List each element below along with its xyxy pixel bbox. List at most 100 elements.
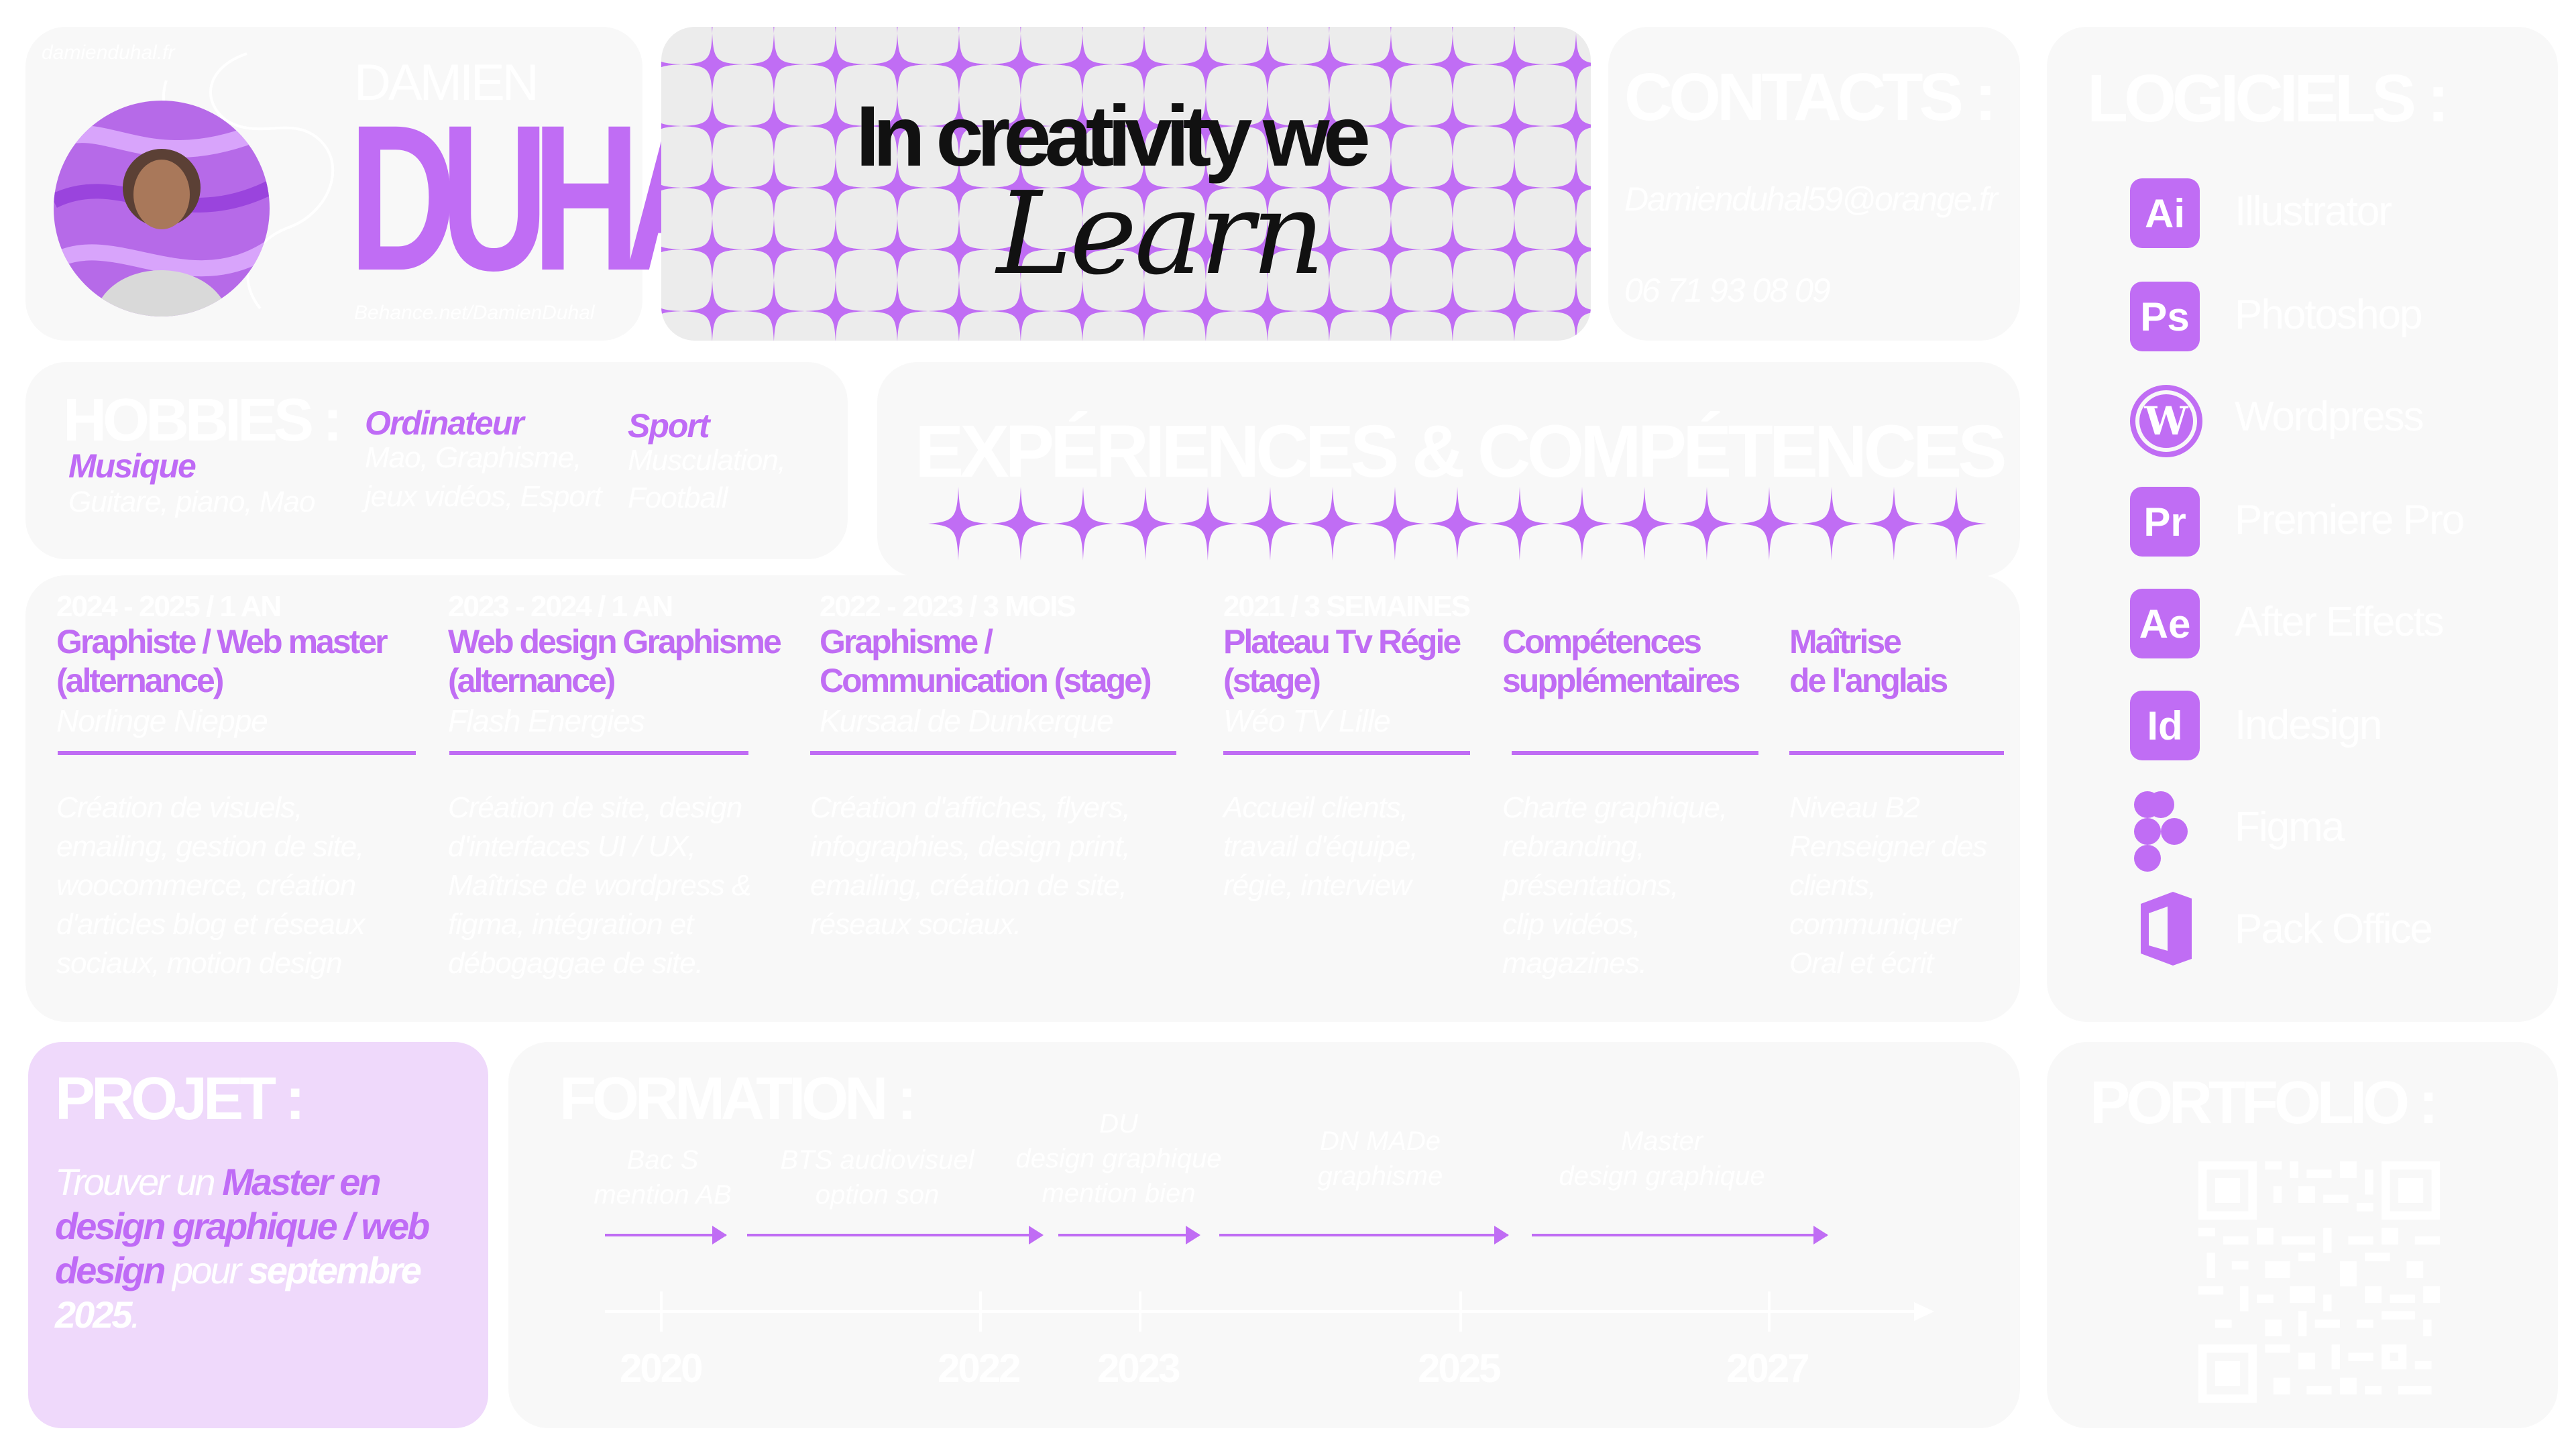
exp-6-desc-2: Renseigner des: [1789, 830, 1987, 863]
formation-arrow-5: [1532, 1226, 1828, 1244]
hobbies-title: HOBBIES :: [63, 387, 343, 454]
tagline-line-1: In creativity we: [856, 89, 1371, 184]
formation-step-4-line-2: graphisme: [1317, 1161, 1443, 1191]
indesign-label: Indesign: [2235, 702, 2382, 748]
illustrator-icon: Ai: [2130, 178, 2200, 248]
exp-6-desc-4: communiquer: [1789, 908, 1962, 941]
projet-card: PROJET : Trouver un Master en design gra…: [28, 1042, 488, 1428]
hobby-ordinateur: Ordinateur: [365, 404, 524, 442]
figma-label: Figma: [2235, 804, 2345, 850]
exp-1-title-1: Graphiste / Web master: [56, 623, 388, 660]
formation-step-3-line-1: DU: [1099, 1109, 1138, 1139]
svg-text:W: W: [2143, 398, 2188, 444]
hobby-sport-detail-2: Football: [628, 481, 728, 514]
hobby-sport-detail-1: Musculation,: [628, 444, 786, 477]
exp-4-title-2: (stage): [1223, 662, 1321, 699]
exp-3-title-1: Graphisme /: [820, 623, 993, 660]
exp-5-divider: [1512, 751, 1758, 755]
formation-arrow-1: [605, 1226, 727, 1244]
exp-6-title-1: Maîtrise: [1789, 623, 1902, 660]
wordpress-icon: W: [2130, 385, 2202, 457]
exp-1-divider: [58, 751, 416, 755]
exp-1-desc-5: sociaux, motion design: [56, 947, 343, 980]
formation-step-1: Bac S mention AB: [562, 1143, 763, 1212]
exp-1-date: 2024 - 2025 / 1 AN: [56, 590, 282, 623]
exp-4-desc-1: Accueil clients,: [1223, 791, 1408, 824]
formation-step-2-line-2: option son: [815, 1180, 940, 1210]
timeline-year-2022: 2022: [938, 1346, 1021, 1391]
formation-step-5-line-2: design graphique: [1559, 1161, 1765, 1191]
photoshop-icon: Ps: [2130, 282, 2200, 351]
website-url: damienduhal.fr: [42, 42, 175, 64]
exp-2-desc-4: figma, intégration et: [448, 908, 693, 941]
projet-title: PROJET :: [55, 1065, 305, 1133]
formation-step-4-line-1: DN MADe: [1319, 1126, 1441, 1156]
hobbies-card: HOBBIES : Musique Guitare, piano, Mao Or…: [25, 362, 848, 559]
portfolio-card: PORTFOLIO :: [2047, 1042, 2558, 1428]
premiere-pro-label: Premiere Pro: [2235, 497, 2465, 543]
timeline-tick-2027: [1768, 1291, 1771, 1332]
hobby-ordinateur-detail-1: Mao, Graphisme,: [365, 441, 581, 474]
formation-arrow-3: [1058, 1226, 1200, 1244]
exp-4-date: 2021 / 3 SEMAINES: [1223, 590, 1471, 623]
star-row-decoration: [928, 487, 1986, 561]
formation-step-2-line-1: BTS audiovisuel: [780, 1145, 974, 1175]
formation-title: FORMATION :: [559, 1065, 917, 1133]
exp-2-title-2: (alternance): [448, 662, 616, 699]
formation-step-2: BTS audiovisuel option son: [763, 1143, 991, 1212]
hobby-musique: Musique: [68, 447, 197, 485]
portfolio-qr-code[interactable]: [2198, 1161, 2440, 1403]
after-effects-icon: Ae: [2130, 589, 2200, 658]
illustrator-label: Illustrator: [2235, 188, 2392, 235]
contact-email[interactable]: Damienduhal59@orange.fr: [1624, 180, 1998, 218]
timeline-year-2027: 2027: [1726, 1346, 1809, 1391]
exp-3-company: Kursaal de Dunkerque: [820, 703, 1114, 738]
figma-icon: [2134, 791, 2188, 872]
exp-1-desc-1: Création de visuels,: [56, 791, 302, 824]
exp-4-company: Wéo TV Lille: [1223, 703, 1391, 738]
exp-1-title-2: (alternance): [56, 662, 224, 699]
exp-4-title-1: Plateau Tv Régie: [1223, 623, 1461, 660]
formation-arrow-4: [1219, 1226, 1509, 1244]
exp-1-company: Norlinge Nieppe: [56, 703, 268, 738]
first-name: DAMIEN: [354, 54, 539, 111]
exp-3-divider: [810, 751, 1176, 755]
formation-step-3-line-2: design graphique: [1015, 1144, 1222, 1173]
formation-step-4: DN MADe graphisme: [1266, 1124, 1494, 1194]
exp-1-desc-2: emailing, gestion de site,: [56, 830, 364, 863]
behance-link[interactable]: Behance.net/DamienDuhal: [354, 302, 595, 324]
hobby-ordinateur-detail-2: jeux vidéos, Esport: [365, 480, 602, 513]
formation-step-5: Master design graphique: [1501, 1124, 1823, 1194]
tagline-card: In creativity we Learn: [661, 27, 1591, 341]
experiences-title: EXPÉRIENCES & COMPÉTENCES :: [915, 410, 2044, 493]
exp-3-date: 2022 - 2023 / 3 MOIS: [820, 590, 1076, 623]
exp-5-title-2: supplémentaires: [1502, 662, 1740, 699]
premiere-pro-icon: Pr: [2130, 487, 2200, 557]
projet-text-part-1: Trouver un: [55, 1161, 223, 1203]
exp-2-desc-5: débogaggae de site.: [448, 947, 704, 980]
formation-arrow-2: [747, 1226, 1044, 1244]
hobby-musique-detail: Guitare, piano, Mao: [68, 485, 315, 518]
hobby-sport: Sport: [628, 407, 710, 445]
tagline-line-2: Learn: [997, 168, 1325, 300]
exp-6-desc-1: Niveau B2: [1789, 791, 1920, 824]
exp-1-desc-4: d'articles blog et réseaux: [56, 908, 365, 941]
exp-4-desc-2: travail d'équipe,: [1223, 830, 1418, 863]
contacts-title: CONTACTS :: [1624, 60, 1997, 135]
profile-card: damienduhal.fr DAMIEN DUHAL Behance.net/…: [25, 27, 807, 341]
timeline-tick-2020: [660, 1291, 663, 1332]
timeline-year-2020: 2020: [620, 1346, 703, 1391]
timeline-tick-2022: [979, 1291, 982, 1332]
logiciels-card: LOGICIELS : Ai Illustrator Ps Photoshop …: [2047, 27, 2558, 1022]
timeline-tick-2025: [1459, 1291, 1462, 1332]
projet-bold-4: septembre: [247, 1249, 422, 1291]
exp-5-desc-2: rebranding,: [1502, 830, 1645, 863]
experiences-card: 2024 - 2025 / 1 AN Graphiste / Web maste…: [25, 575, 2020, 1022]
photoshop-label: Photoshop: [2235, 292, 2422, 338]
formation-step-3-line-3: mention bien: [1042, 1179, 1196, 1208]
formation-step-5-line-1: Master: [1620, 1126, 1703, 1156]
contact-phone[interactable]: 06 71 93 08 09: [1624, 272, 1831, 309]
exp-2-date: 2023 - 2024 / 1 AN: [448, 590, 673, 623]
projet-text: Trouver un Master en design graphique / …: [55, 1160, 484, 1337]
projet-bold-5: 2025: [55, 1293, 133, 1336]
